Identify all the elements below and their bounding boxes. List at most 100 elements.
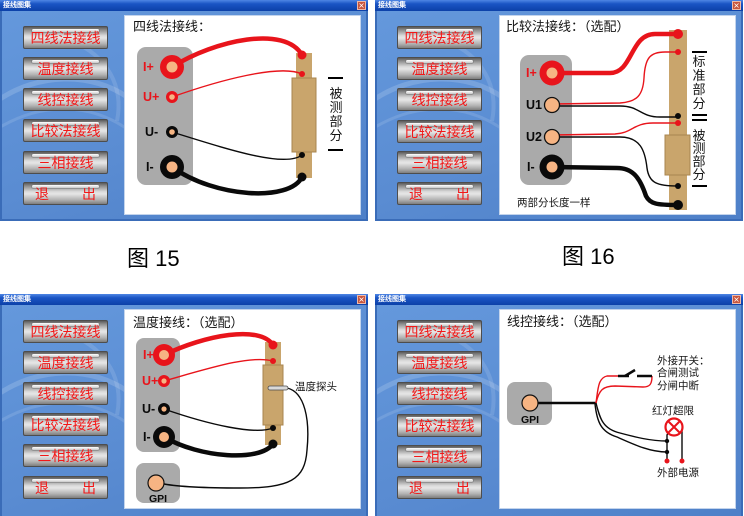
close-icon[interactable]: ×: [732, 1, 741, 10]
menu-button-exit[interactable]: 退 出: [23, 182, 108, 205]
contact-i-plus: [297, 50, 307, 60]
button-gloss: [406, 479, 473, 482]
title-bar[interactable]: 接线图集 ×: [375, 0, 743, 11]
menu-button-four-wire[interactable]: 四线法接线: [397, 320, 482, 343]
menu-button-four-wire[interactable]: 四线法接线: [23, 320, 108, 343]
wire-switch-red-left: [595, 375, 618, 404]
button-gloss: [406, 185, 473, 188]
menu-button-label: 比较法接线: [404, 419, 475, 435]
wire-i-minus: [161, 434, 276, 458]
terminal-label-i-minus: I-: [527, 160, 535, 174]
menu-button-temperature[interactable]: 温度接线: [23, 57, 108, 80]
terminal-core: [166, 61, 178, 73]
contact-i-plus: [673, 29, 683, 39]
switch-label-line-2: 合闸测试: [657, 367, 699, 379]
close-icon[interactable]: ×: [732, 295, 741, 304]
menu-button-label: 退 出: [35, 481, 96, 497]
diagram-heading: 线控接线：（选配）: [507, 315, 618, 330]
menu-button-four-wire[interactable]: 四线法接线: [23, 26, 108, 49]
sample-body: [664, 134, 691, 176]
lamp-lead-left: [666, 432, 669, 461]
terminal-u2: [543, 128, 561, 146]
menu-button-label: 四线法接线: [404, 31, 475, 47]
wire-u1-red: [551, 51, 678, 105]
terminal-label-u2: U2: [526, 130, 542, 144]
line-control-diagram: GPI: [507, 368, 685, 464]
menu-button-temperature[interactable]: 温度接线: [397, 351, 482, 374]
menu-button-exit[interactable]: 退 出: [397, 182, 482, 205]
button-gloss: [406, 354, 473, 357]
wire-i-plus: [161, 331, 276, 358]
menu-button-label: 比较法接线: [404, 125, 475, 141]
dut-label: 被测部分: [692, 129, 706, 183]
menu-button-temperature[interactable]: 温度接线: [397, 57, 482, 80]
menu-button-four-wire[interactable]: 四线法接线: [397, 26, 482, 49]
menu-button-three-phase[interactable]: 三相接线: [397, 445, 482, 468]
button-gloss: [406, 29, 473, 32]
title-bar[interactable]: 接线图集 ×: [0, 0, 368, 11]
wire-u-plus: [171, 70, 303, 98]
terminal-label-u-minus: U-: [145, 125, 158, 139]
button-gloss: [32, 447, 99, 450]
contact-u-minus: [299, 152, 305, 158]
button-gloss: [32, 122, 99, 125]
diagram-heading: 比较法接线：（选配）: [506, 20, 630, 35]
menu-button-label: 温度接线: [411, 356, 468, 372]
sample-body: [291, 77, 317, 153]
menu-button-line-control[interactable]: 线控接线: [23, 382, 108, 405]
menu-button-label: 三相接线: [411, 450, 468, 466]
menu-button-three-phase[interactable]: 三相接线: [397, 151, 482, 174]
button-gloss: [32, 29, 99, 32]
menu-button-line-control[interactable]: 线控接线: [397, 382, 482, 405]
terminal-core: [546, 161, 558, 173]
menu-button-label: 比较法接线: [30, 124, 101, 140]
menu-button-three-phase[interactable]: 三相接线: [23, 151, 108, 174]
wire-u2-red: [551, 122, 678, 136]
menu-button-exit[interactable]: 退 出: [23, 476, 108, 499]
menu-button-line-control[interactable]: 线控接线: [23, 88, 108, 111]
menu-button-label: 四线法接线: [404, 325, 475, 341]
window-temperature: 接线图集 × 四线法接线 温度接线 线控接线 比较法接线 三相接线 退 出: [0, 294, 368, 516]
menu-button-temperature[interactable]: 温度接线: [23, 351, 108, 374]
menu-button-comparison[interactable]: 比较法接线: [397, 414, 482, 437]
window-title: 接线图集: [378, 1, 406, 9]
menu-button-label: 温度接线: [411, 62, 468, 78]
menu-button-comparison[interactable]: 比较法接线: [23, 119, 108, 142]
terminal-core: [159, 432, 169, 442]
contact-i-minus: [268, 439, 278, 449]
diagram-heading: 温度接线：（选配）: [133, 316, 244, 331]
wiring-diagram-panel: GPI 线控接线：（选配） 外接开关： 合闸测试 分闸中断 红灯超限 外部电源: [500, 310, 735, 508]
button-gloss: [32, 479, 99, 482]
wiring-diagram-panel: I+ U1 U2 I- 比较法接线：（选配） 标准部分 被测部分 两部分长度一样: [500, 16, 735, 214]
switch-label-line-3: 分闸中断: [657, 380, 699, 392]
button-gloss: [406, 323, 473, 326]
terminal-label-i-plus: I+: [526, 66, 537, 80]
button-gloss: [406, 448, 473, 451]
contact-u-plus: [270, 358, 276, 364]
terminal-core: [546, 67, 558, 79]
menu-button-three-phase[interactable]: 三相接线: [23, 444, 108, 467]
lamp-cross: [667, 420, 681, 434]
close-icon[interactable]: ×: [357, 1, 366, 10]
terminal-label-u1: U1: [526, 98, 542, 112]
standard-part-label: 标准部分: [692, 55, 706, 112]
menu-button-comparison[interactable]: 比较法接线: [397, 120, 482, 143]
menu-button-line-control[interactable]: 线控接线: [397, 88, 482, 111]
menu-button-comparison[interactable]: 比较法接线: [23, 413, 108, 436]
title-bar[interactable]: 接线图集 ×: [375, 294, 743, 305]
wire-lamp-black-1: [595, 402, 668, 442]
button-gloss: [406, 91, 473, 94]
button-gloss: [32, 323, 99, 326]
menu-button-exit[interactable]: 退 出: [397, 476, 482, 499]
wire-i-plus: [169, 36, 305, 70]
close-icon[interactable]: ×: [357, 295, 366, 304]
menu-button-label: 三相接线: [37, 449, 94, 465]
equal-length-note: 两部分长度一样: [517, 197, 591, 209]
menu-button-label: 退 出: [35, 187, 96, 203]
wire-switch-red-right: [595, 375, 653, 404]
gpi-terminal: [147, 474, 165, 492]
button-gloss: [32, 416, 99, 419]
dut-label: 被测部分: [329, 87, 343, 144]
title-bar[interactable]: 接线图集 ×: [0, 294, 368, 305]
button-gloss: [406, 385, 473, 388]
